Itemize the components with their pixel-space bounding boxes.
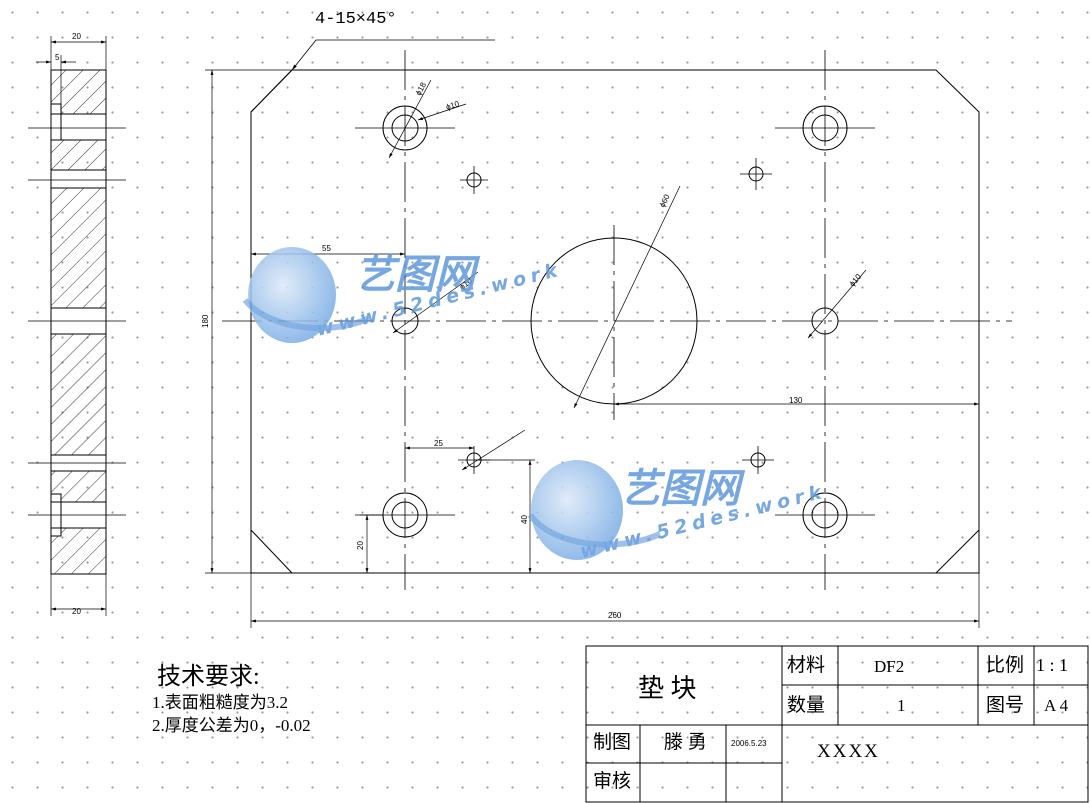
dim-lower-vertical: 40	[520, 515, 529, 524]
drawn-label: 制图	[593, 731, 631, 753]
dim-big-circle: ϕ60	[658, 192, 672, 208]
dim-bottom-vertical: 20	[356, 541, 365, 550]
side-section-view	[28, 36, 126, 616]
material-label: 材料	[787, 654, 825, 676]
drawn-date: 2006.5.23	[731, 739, 767, 748]
drawing-no-label: 图号	[986, 695, 1024, 716]
part-name: 垫 块	[638, 674, 697, 703]
drawn-by: 滕 勇	[664, 731, 707, 753]
watermark-brand-2: 艺图网	[620, 466, 746, 512]
watermark-brand-1: 艺图网	[355, 252, 481, 298]
drawing-no-value: A 4	[1044, 696, 1069, 715]
notes-title: 技术要求:	[157, 663, 260, 690]
check-label: 审核	[593, 770, 631, 792]
material-value: DF2	[874, 657, 904, 676]
qty-label: 数量	[787, 694, 825, 716]
watermark-1: 艺图网 www.52des.work	[242, 247, 564, 343]
dim-total-width: 260	[608, 611, 622, 620]
note-item-2: 2.厚度公差为0，-0.02	[152, 716, 311, 735]
dim-height: 180	[201, 314, 210, 328]
dim-center-offset: 130	[789, 396, 803, 405]
watermark-2: 艺图网 www.52des.work	[527, 460, 828, 563]
scale-value: 1 : 1	[1036, 655, 1068, 675]
dim-lower-offset: 25	[434, 439, 443, 448]
qty-value: 1	[897, 696, 906, 715]
note-item-1: 1.表面粗糙度为3.2	[152, 693, 288, 712]
company-name: XXXX	[817, 741, 880, 762]
dim-hole-small: ϕ18	[414, 80, 428, 97]
dim-top-width: 20	[72, 32, 81, 41]
dim-right-hole: ϕ10	[848, 272, 864, 288]
chamfer-callout: 4-15×45°	[315, 10, 397, 29]
front-view	[205, 39, 1012, 628]
dim-left-offset: 55	[322, 244, 331, 253]
dim-bottom-width: 20	[72, 607, 81, 616]
dim-hole-small-inner: ϕ10	[445, 99, 461, 112]
title-block	[585, 645, 1089, 803]
scale-label: 比例	[986, 654, 1024, 676]
dim-top-inner: 5	[55, 53, 60, 62]
